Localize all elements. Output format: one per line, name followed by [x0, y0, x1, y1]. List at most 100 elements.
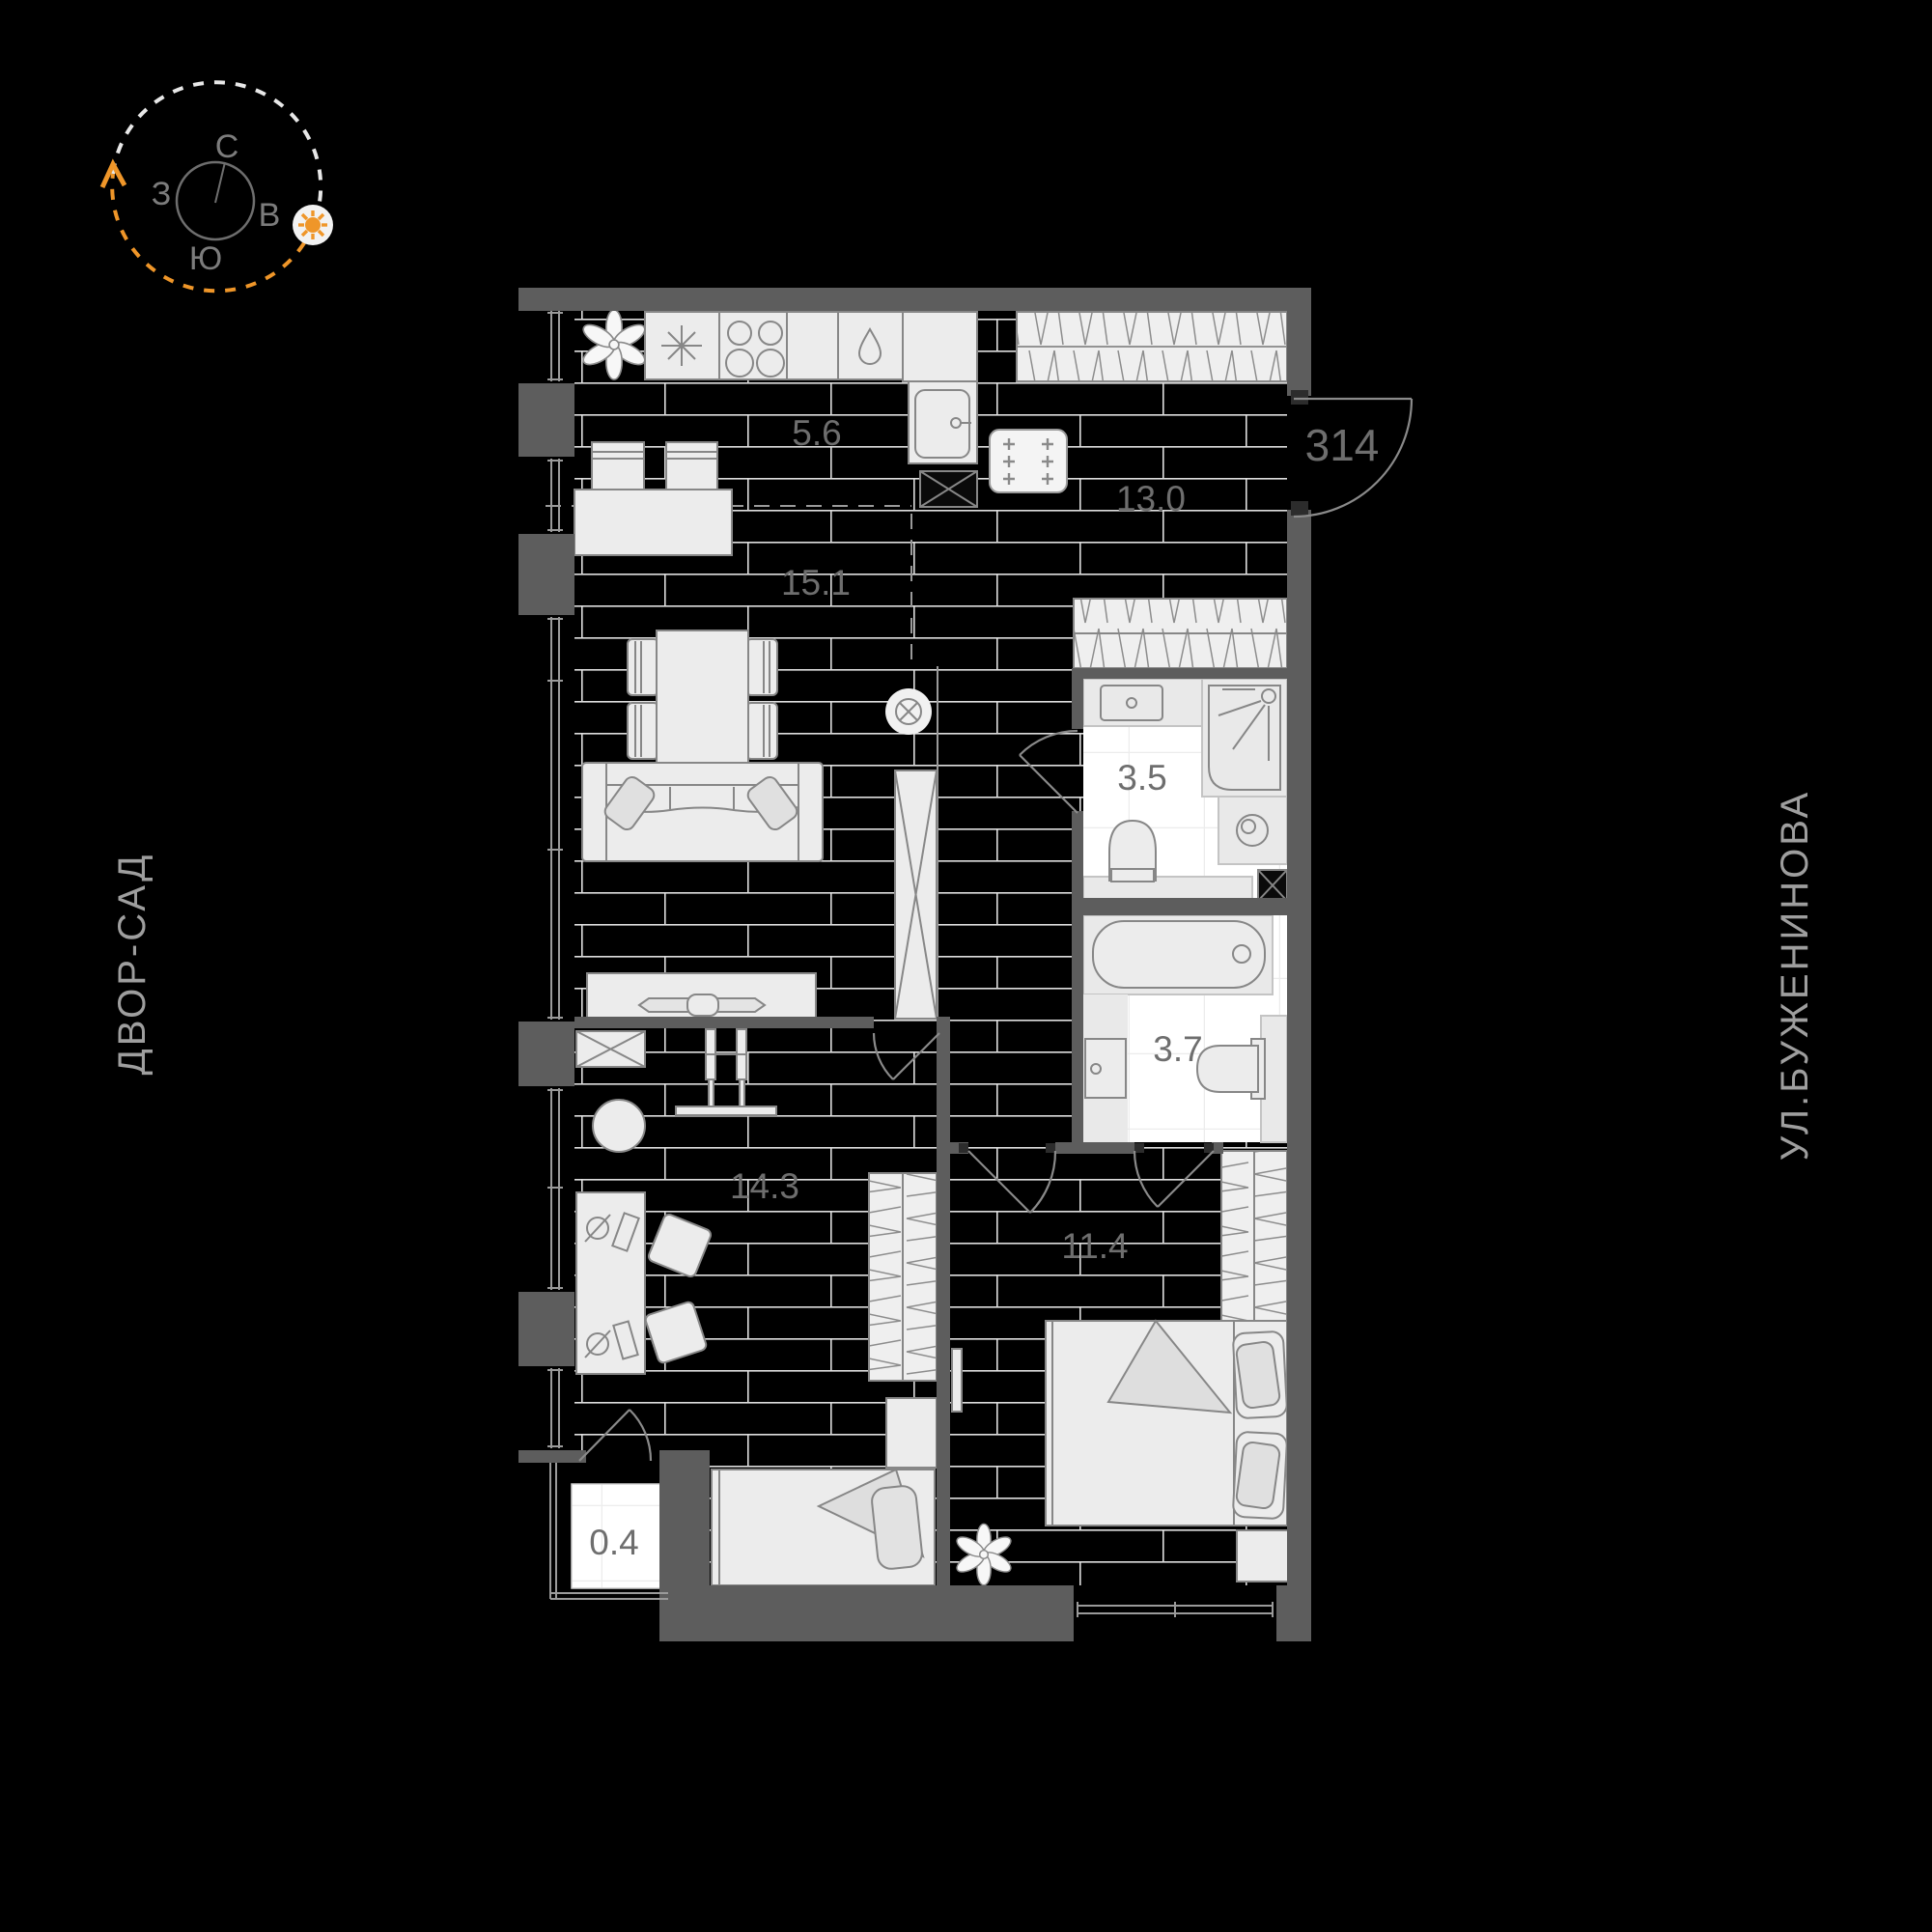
shower [1201, 678, 1288, 798]
wall-pier [518, 1292, 574, 1366]
compass-night-arc [110, 173, 316, 294]
water-drop-icon [857, 327, 882, 365]
entrance-door [1293, 397, 1414, 518]
compass-dial [175, 160, 256, 241]
wall-office-bedroom [937, 1017, 950, 1585]
bedroom-wardrobe [1220, 1150, 1288, 1324]
office-door [872, 1032, 940, 1080]
wall-tv [951, 1348, 963, 1413]
window [547, 311, 563, 381]
bed-pillow [1232, 1330, 1288, 1419]
sun-icon [293, 205, 333, 245]
bathroom-large [1082, 914, 1288, 1143]
bedroom-door [967, 1150, 1057, 1214]
compass-arrowhead [99, 158, 127, 189]
wall-corridor-bath [1072, 811, 1083, 1142]
sofa-pillow [603, 775, 656, 831]
nightstand [1236, 1529, 1290, 1582]
bar-counter [574, 489, 733, 556]
vent-shaft-kitchen [919, 470, 978, 508]
compass-south-label: Ю [189, 240, 222, 277]
compass-north-label: С [215, 128, 239, 165]
wall-living-office [574, 1017, 874, 1028]
drying-rack [675, 1028, 777, 1116]
balcony-door [578, 1409, 653, 1462]
balcony-glazing [549, 1463, 668, 1600]
wall-pier [518, 1022, 574, 1086]
window [547, 1368, 563, 1448]
storage-box [575, 1030, 646, 1068]
desk-chair [644, 1301, 708, 1364]
office-cabinet [885, 1397, 938, 1469]
tall-cabinet [894, 770, 938, 1020]
bar-stool [591, 441, 645, 490]
pouf [592, 1099, 646, 1153]
windows [547, 311, 1276, 1641]
street-label-right: УЛ.БУЖЕНИНОВА [1774, 790, 1816, 1161]
window [547, 1088, 563, 1290]
dining-chair [627, 638, 659, 696]
bedroom-zone [951, 1150, 1290, 1586]
kitchen-zone [574, 309, 978, 556]
balcony-floor [571, 1483, 665, 1589]
living-zone [581, 630, 938, 1022]
door-jamb-blocks [959, 390, 1308, 1153]
stove [718, 311, 788, 380]
compass-needle [214, 161, 226, 204]
bathroom-small [1073, 598, 1288, 902]
office-zone [575, 1028, 938, 1586]
single-bed-pillow [871, 1485, 923, 1570]
stove-burners [725, 321, 785, 378]
window [1077, 1602, 1274, 1617]
bathroom-small-door [1019, 729, 1078, 814]
wall-bedroom-top [1055, 1142, 1134, 1154]
vent-shaft-bathroom [1257, 869, 1288, 902]
room-area-balcony: 0.4 [589, 1523, 638, 1562]
compass: С В Ю З [99, 80, 333, 294]
wall-top [518, 288, 1311, 311]
wall-right [1287, 510, 1311, 1641]
tv-stand [586, 972, 817, 1022]
room-area-office: 14.3 [730, 1166, 799, 1206]
bar-stool [665, 441, 718, 490]
dining-chair [745, 702, 778, 760]
double-bed-blanket [1106, 1319, 1233, 1414]
room-area-bathroom-large: 3.7 [1153, 1029, 1202, 1069]
bed-pillow [1232, 1431, 1288, 1520]
toilet [1108, 819, 1157, 882]
sofa-pillow [746, 775, 798, 831]
wall-bedroom-jamb [1212, 1142, 1223, 1154]
compass-west-label: З [152, 176, 172, 212]
wall-pier [518, 534, 574, 615]
bathroom-large-door [1133, 1150, 1215, 1208]
washing-machine [1218, 796, 1288, 865]
single-bed [711, 1468, 936, 1586]
bathtub [1082, 914, 1274, 995]
window [547, 459, 563, 532]
apartment-number: 314 [1305, 420, 1380, 470]
room-area-bathroom-small: 3.5 [1117, 758, 1166, 798]
fridge-snowflake-icon [661, 325, 702, 366]
dining-table [656, 630, 749, 769]
room-area-bedroom: 11.4 [1061, 1226, 1128, 1266]
desk-chair [647, 1213, 713, 1278]
wall-right-upper [1287, 311, 1311, 396]
wall-pier [518, 383, 574, 457]
doormat [989, 429, 1068, 493]
dining-chair [627, 702, 659, 760]
dining-chair [745, 638, 778, 696]
office-wardrobe [868, 1172, 938, 1382]
room-area-hallway: 13.0 [1116, 479, 1186, 518]
street-label-left: ДВОР-САД [111, 853, 154, 1076]
window [547, 617, 563, 1020]
wall-closet-bath [1072, 668, 1289, 679]
wall-bath-bath [1072, 898, 1289, 915]
bathroom-sink [1084, 1038, 1127, 1099]
kitchen-counter [786, 311, 839, 380]
bathroom-sink [1100, 685, 1163, 721]
hallway-zone [989, 311, 1288, 493]
room-area-kitchen: 5.6 [792, 413, 841, 453]
wall-corridor-bath [1072, 679, 1083, 729]
wall-balcony [518, 1450, 586, 1463]
